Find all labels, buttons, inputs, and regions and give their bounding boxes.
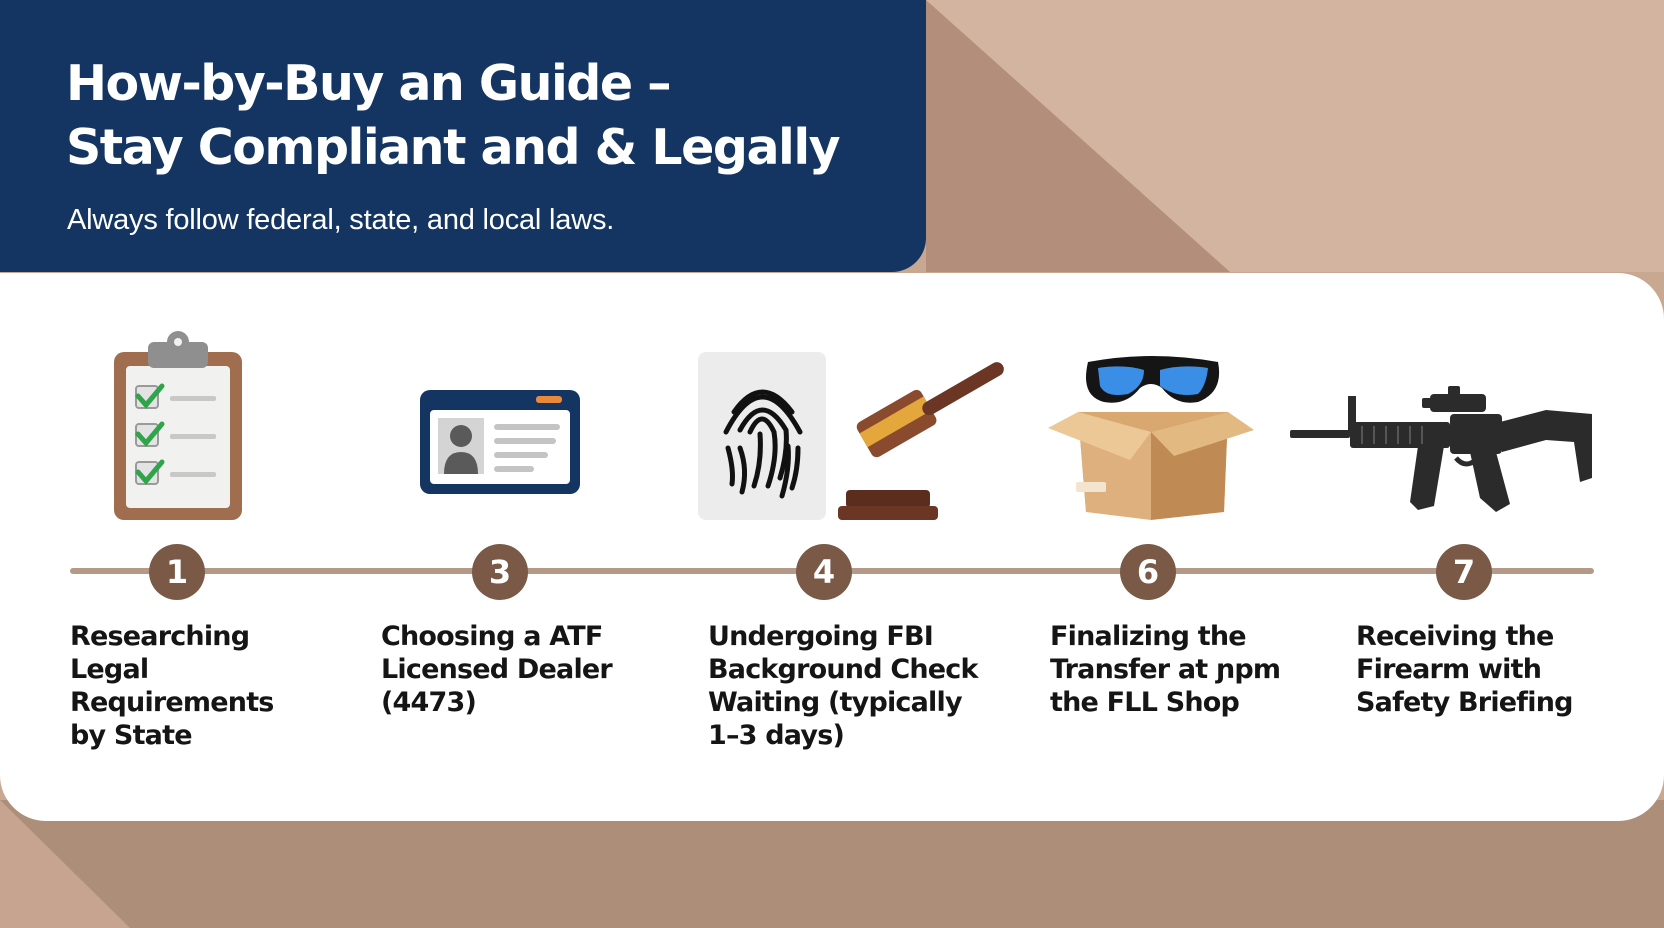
step-badge-6: 6 [1120,544,1176,600]
fingerprint-gavel-icon [698,352,1004,520]
step-label-1: Researching Legal Requirements by State [70,621,274,751]
rifle-icon [1290,386,1592,512]
step-badge-3: 3 [472,544,528,600]
step-label-6: Finalizing the Transfer at ɲpm the FLL S… [1050,621,1281,718]
step-badge-1: 1 [149,544,205,600]
subtitle: Always follow federal, state, and local … [67,204,615,236]
header-banner: How-by-Buy an Guide – Stay Compliant and… [0,0,926,272]
step-label-3: Choosing a ATF Licensed Dealer (4473) [381,621,613,718]
title-line-1: How-by-Buy an Guide – [66,55,672,112]
clipboard-checklist-icon [114,331,242,520]
step-label-4: Undergoing FBI Background Check Waiting … [708,621,978,751]
step-label-7: Receiving the Firearm with Safety Briefi… [1356,621,1573,718]
box-goggles-icon [1048,356,1254,520]
page-title: How-by-Buy an Guide – Stay Compliant and… [66,52,916,180]
title-line-2: Stay Compliant and & Legally [66,119,841,176]
id-card-icon [420,390,580,494]
step-badge-4: 4 [796,544,852,600]
step-badge-7: 7 [1436,544,1492,600]
